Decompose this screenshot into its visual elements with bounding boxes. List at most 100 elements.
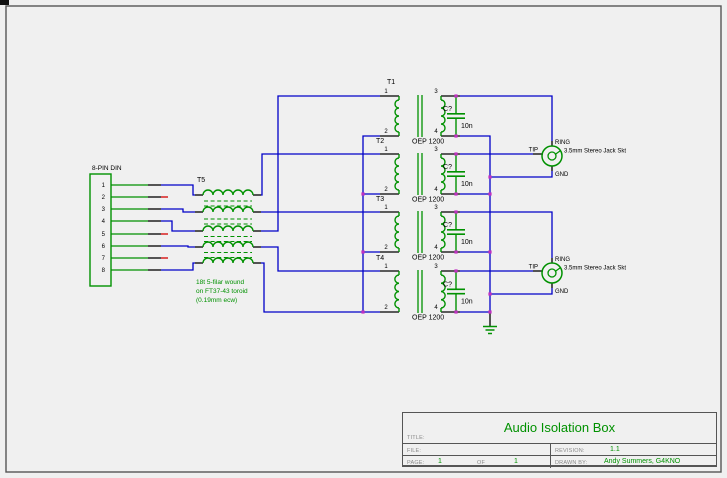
junction-dot [454, 192, 458, 196]
jack-socket-body[interactable] [541, 262, 563, 284]
junction-dot [454, 210, 458, 214]
transformer-pin-number: 4 [434, 187, 438, 193]
transformer-coil[interactable] [394, 215, 400, 249]
t5-winding[interactable] [202, 241, 254, 248]
wire-din-to-t5[interactable] [161, 184, 195, 196]
junction-dot [488, 250, 492, 254]
capacitor-value: 10n [461, 181, 473, 188]
jack-socket-inner [547, 268, 557, 278]
wire-t5-to-transformer[interactable] [261, 153, 380, 196]
wire-t5-to-transformer[interactable] [261, 246, 380, 272]
capacitor-ref: C? [443, 164, 452, 171]
wire-secondary[interactable] [490, 171, 553, 178]
transformer-coil[interactable] [440, 274, 446, 309]
transformer-value: OEP 1200 [412, 315, 444, 322]
title-block-grid: FILE: REVISION: 1.1 PAGE: 1 OF 1 DRAWN B… [403, 444, 716, 468]
file-cell: FILE: [403, 444, 551, 456]
file-label: FILE: [407, 447, 422, 454]
t5-note-line: (0.19mm ecw) [196, 297, 237, 304]
junction-dot [454, 310, 458, 314]
capacitor-ref: C? [443, 222, 452, 229]
transformer-pin-number: 2 [384, 245, 388, 251]
t5-note-line: 18t 5-filar wound [196, 279, 244, 286]
transformer-value: OEP 1200 [412, 197, 444, 204]
junction-dot [454, 152, 458, 156]
wire-t5-to-transformer[interactable] [261, 262, 380, 313]
din-connector-label: 8-PIN DIN [92, 165, 122, 172]
revision-value: 1.1 [610, 446, 620, 453]
jack-gnd-label: GND [555, 172, 569, 178]
wire-primary-common[interactable] [362, 135, 380, 312]
wire-t5-to-transformer[interactable] [261, 95, 380, 232]
transformer-pin-number: 3 [434, 205, 438, 211]
transformer-pin-number: 4 [434, 245, 438, 251]
wire-secondary[interactable] [460, 135, 491, 312]
t5-winding[interactable] [202, 206, 254, 213]
transformer-coil[interactable] [440, 157, 446, 191]
junction-dot [454, 94, 458, 98]
junction-dot [361, 250, 365, 254]
revision-cell: REVISION: 1.1 [551, 444, 716, 456]
din-connector-body[interactable] [89, 173, 112, 287]
jack-tip-label: TIP [529, 265, 538, 271]
transformer-pin-number: 2 [384, 305, 388, 311]
transformer-pin-number: 3 [434, 89, 438, 95]
transformer-coil[interactable] [440, 99, 446, 133]
wire-din-to-t5[interactable] [161, 245, 195, 248]
transformer-ref: T2 [376, 138, 384, 145]
jack-gnd-label: GND [555, 289, 569, 295]
of-label: OF [477, 459, 486, 466]
page-label: PAGE: [407, 459, 425, 466]
junction-dot [488, 192, 492, 196]
title-block: TITLE: Audio Isolation Box FILE: REVISIO… [402, 412, 717, 468]
jack-ring-label: RING [555, 140, 570, 146]
title-block-title-row: TITLE: Audio Isolation Box [403, 413, 716, 444]
wire-secondary[interactable] [460, 95, 553, 141]
wire-secondary[interactable] [490, 288, 553, 295]
capacitor-ref: C? [443, 106, 452, 113]
transformer-coil[interactable] [394, 157, 400, 191]
din-pin-number: 1 [102, 183, 106, 189]
jack-socket-inner [547, 151, 557, 161]
wire-secondary[interactable] [460, 211, 553, 258]
t5-ref: T5 [197, 177, 205, 184]
transformer-ref: T1 [387, 79, 395, 86]
din-pin-number: 5 [102, 232, 106, 238]
jack-tip-label: TIP [529, 148, 538, 154]
transformer-coil[interactable] [440, 215, 446, 249]
jack-tip-contact [554, 267, 561, 272]
junction-dot [488, 310, 492, 314]
transformer-coil[interactable] [394, 99, 400, 133]
t5-winding[interactable] [202, 189, 254, 196]
title-label: TITLE: [407, 435, 425, 441]
drawn-by-value: Andy Summers, G4KNO [604, 458, 681, 465]
capacitor-value: 10n [461, 299, 473, 306]
jack-socket-body[interactable] [541, 145, 563, 167]
transformer-pin-number: 1 [384, 205, 388, 211]
schematic-title: Audio Isolation Box [503, 420, 616, 435]
transformer-pin-number: 3 [434, 147, 438, 153]
t5-winding[interactable] [202, 225, 254, 232]
din-pin-number: 6 [102, 244, 106, 250]
transformer-value: OEP 1200 [412, 139, 444, 146]
transformer-pin-number: 1 [384, 147, 388, 153]
transformer-coil[interactable] [394, 274, 400, 309]
junction-dot [454, 269, 458, 273]
of-value: 1 [514, 458, 518, 465]
wire-din-to-t5[interactable] [161, 262, 195, 271]
jack-tip-contact [554, 150, 561, 155]
transformer-pin-number: 4 [434, 129, 438, 135]
capacitor-value: 10n [461, 239, 473, 246]
jack-ring-label: RING [555, 257, 570, 263]
wire-din-to-t5[interactable] [161, 220, 195, 232]
transformer-ref: T4 [376, 255, 384, 262]
din-pin-number: 2 [102, 195, 106, 201]
transformer-pin-number: 2 [384, 187, 388, 193]
transformer-pin-number: 4 [434, 305, 438, 311]
t5-note-line: on FT37-43 toroid [196, 288, 248, 295]
wire-din-to-t5[interactable] [161, 208, 195, 213]
t5-winding[interactable] [202, 257, 254, 264]
transformer-ref: T3 [376, 196, 384, 203]
